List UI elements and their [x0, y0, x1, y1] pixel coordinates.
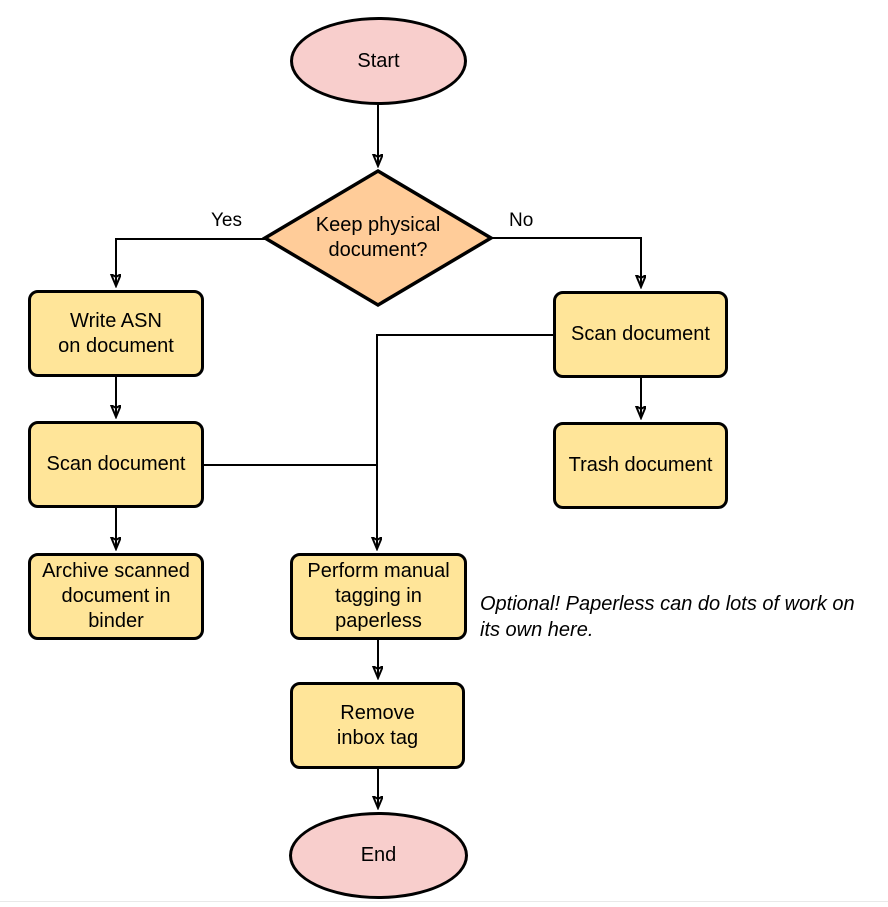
- node-scan-document-left-label: Scan document: [46, 453, 186, 475]
- node-start-label: Start: [357, 49, 400, 72]
- edge-label-no: No: [507, 210, 536, 231]
- annotation-note: Optional! Paperless can do lots of work …: [480, 593, 855, 641]
- node-write-asn: Write ASN on document: [28, 290, 204, 377]
- node-start: Start: [290, 17, 467, 105]
- bottom-divider: [0, 901, 888, 902]
- node-write-asn-label: Write ASN on document: [58, 309, 174, 357]
- node-trash-document-label: Trash document: [568, 454, 713, 476]
- node-trash-document: Trash document: [553, 422, 728, 509]
- node-decision-keep-physical: Keep physical document?: [262, 168, 494, 308]
- node-end: End: [289, 812, 468, 899]
- node-scan-document-left: Scan document: [28, 421, 204, 508]
- node-scan-document-right-label: Scan document: [571, 323, 710, 345]
- node-archive-binder: Archive scanned document in binder: [28, 553, 204, 640]
- arrow-scan-right-to-tagging: [377, 334, 553, 549]
- node-scan-document-right: Scan document: [553, 291, 728, 378]
- node-manual-tagging-label: Perform manual tagging in paperless: [307, 560, 450, 632]
- node-end-label: End: [360, 844, 397, 866]
- edge-label-yes: Yes: [209, 210, 244, 231]
- arrow-decision-no-to-scan-right: [492, 237, 641, 287]
- node-decision-label: Keep physical document?: [315, 214, 441, 261]
- node-manual-tagging: Perform manual tagging in paperless: [290, 553, 467, 640]
- node-remove-inbox-tag: Remove inbox tag: [290, 682, 465, 769]
- decision-diamond-shape: [262, 168, 494, 308]
- node-remove-inbox-tag-label: Remove inbox tag: [336, 701, 419, 749]
- arrow-decision-yes-to-write-asn: [116, 238, 265, 286]
- node-archive-binder-label: Archive scanned document in binder: [42, 560, 190, 632]
